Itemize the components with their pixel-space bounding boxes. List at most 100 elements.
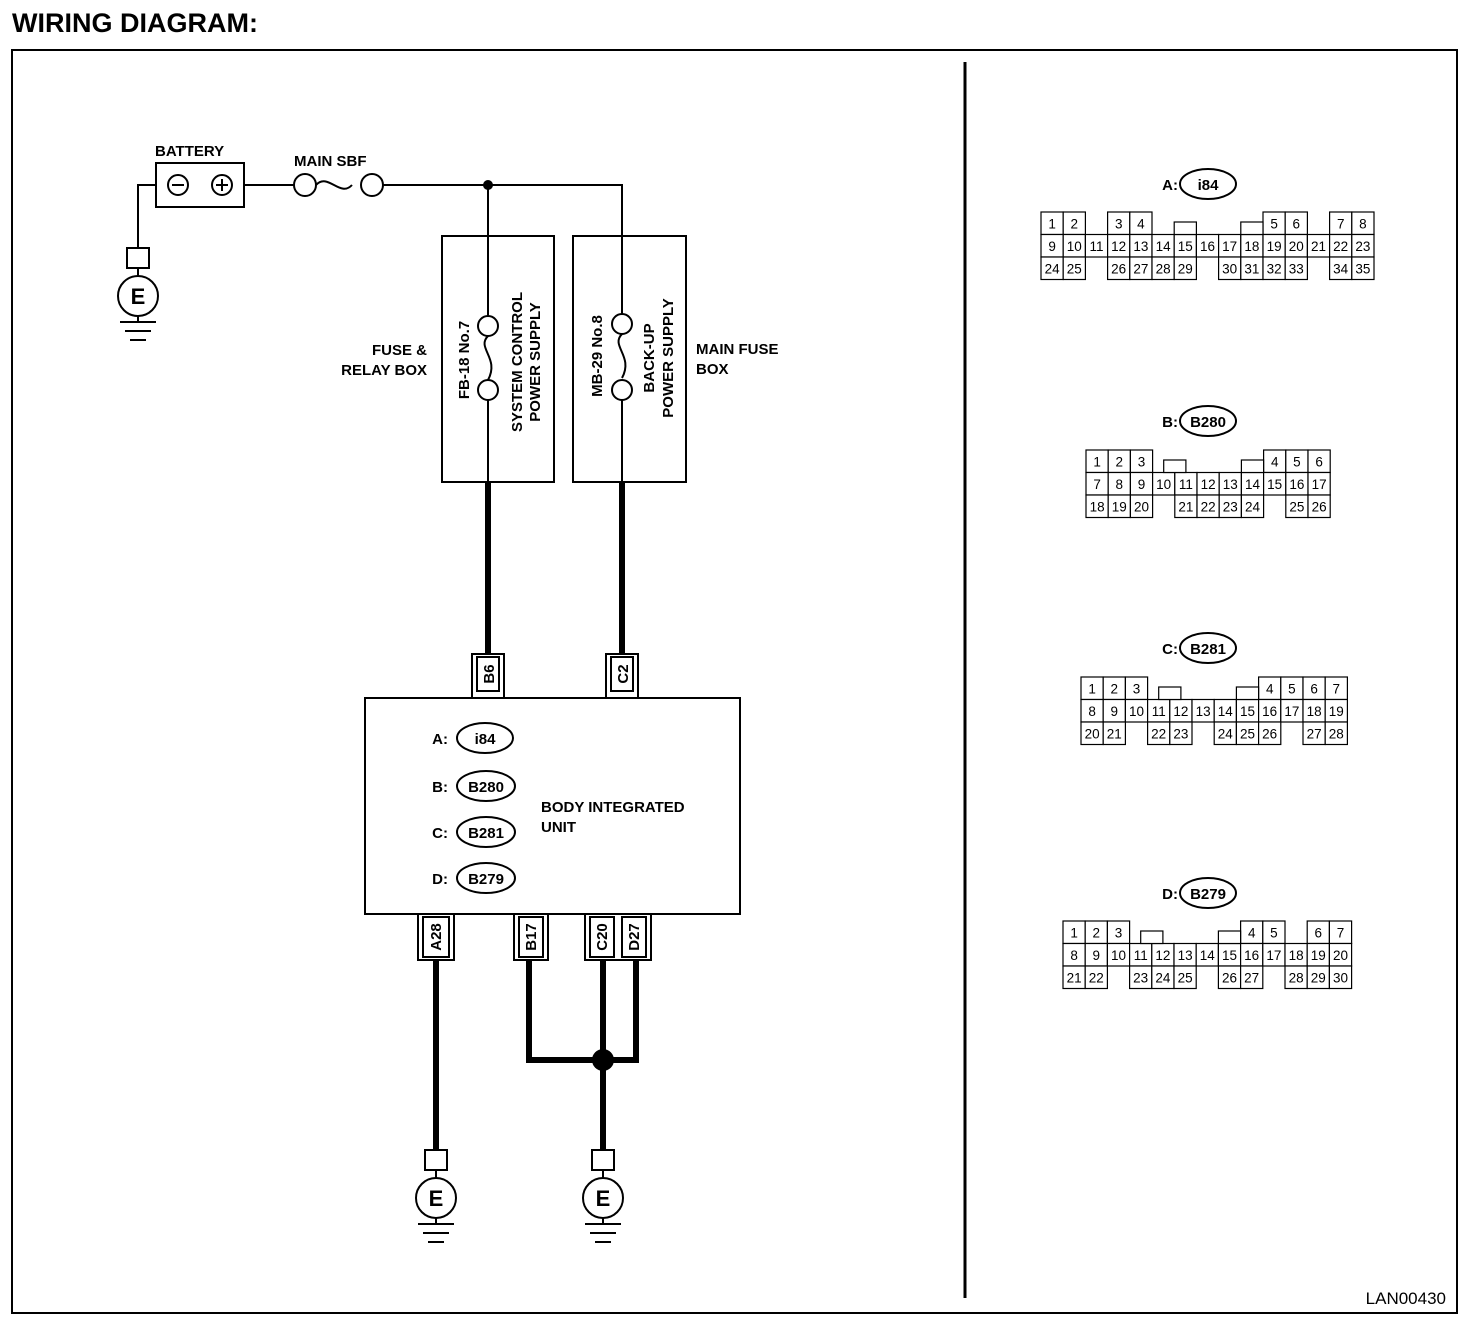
pin-number: 30 <box>1333 971 1348 986</box>
fuse-relay-box-label: FUSE & <box>372 342 427 359</box>
pin-number: 23 <box>1223 500 1238 515</box>
pin-c20-d27: C20 D27 <box>584 913 652 961</box>
ground-label: E <box>131 284 146 309</box>
pin-number: 2 <box>1111 682 1119 697</box>
connector-code-badge <box>1179 632 1237 664</box>
pin-number: 13 <box>1178 948 1193 963</box>
pin-number: 17 <box>1222 239 1237 254</box>
pin-number: 28 <box>1289 971 1304 986</box>
connector-key-tab <box>1217 930 1242 945</box>
unit-connector-a-letter: A: <box>432 731 448 748</box>
pin-number: 22 <box>1333 239 1348 254</box>
connector-code-badge <box>1179 877 1237 909</box>
pin-number: 27 <box>1133 262 1148 277</box>
pin-number: 15 <box>1178 239 1193 254</box>
pin-number: 4 <box>1266 682 1274 697</box>
ground-label-3: E <box>596 1186 611 1211</box>
unit-connector-d-letter: D: <box>432 871 448 888</box>
pin-number: 29 <box>1178 262 1193 277</box>
pin-number: 10 <box>1129 704 1144 719</box>
pin-number: 7 <box>1093 477 1101 492</box>
body-integrated-unit-label-2: UNIT <box>541 819 576 836</box>
pin-number: 4 <box>1248 926 1256 941</box>
pin-number: 14 <box>1218 704 1234 719</box>
pin-number: 20 <box>1289 239 1304 254</box>
pin-number: 8 <box>1070 948 1078 963</box>
pin-number: 2 <box>1116 455 1124 470</box>
pin-cell <box>1173 256 1197 281</box>
pin-number: 18 <box>1307 704 1322 719</box>
backup-label-2: POWER SUPPLY <box>660 298 677 417</box>
pin-number: 12 <box>1111 239 1126 254</box>
pin-number: 31 <box>1244 262 1259 277</box>
diagram-frame <box>11 49 1458 1314</box>
pin-number: 5 <box>1270 217 1278 232</box>
pin-number: 11 <box>1179 477 1193 492</box>
ground-label-2: E <box>429 1186 444 1211</box>
battery-box <box>155 162 245 208</box>
pin-number: 1 <box>1088 682 1096 697</box>
pin-number: 24 <box>1155 971 1171 986</box>
main-sbf-fuse-link <box>315 180 353 190</box>
pin-number: 16 <box>1262 704 1277 719</box>
pin-number: 30 <box>1222 262 1237 277</box>
pin-number: 28 <box>1329 727 1344 742</box>
pin-number: 14 <box>1245 477 1261 492</box>
pin-number: 21 <box>1067 971 1082 986</box>
ground-junction-dot <box>592 1049 614 1071</box>
pin-number: 13 <box>1196 704 1211 719</box>
pin-number: 17 <box>1284 704 1299 719</box>
power-bus-wire <box>383 184 623 320</box>
pin-number: 25 <box>1289 500 1304 515</box>
unit-connector-c-code: B281 <box>468 825 504 842</box>
pin-cell <box>1240 494 1265 519</box>
mb29-terminal-top <box>611 313 633 335</box>
pin-number: 12 <box>1173 704 1188 719</box>
pin-number: 28 <box>1156 262 1171 277</box>
connector-code: B280 <box>1190 414 1226 431</box>
pin-number: 8 <box>1359 217 1367 232</box>
pin-number: 12 <box>1201 477 1216 492</box>
pin-b17-label: B17 <box>523 923 540 951</box>
pin-number: 6 <box>1293 217 1301 232</box>
pin-number: 19 <box>1311 948 1326 963</box>
pin-number: 5 <box>1293 455 1301 470</box>
connector-key-tab <box>1235 686 1260 701</box>
battery-label: BATTERY <box>155 143 224 160</box>
connector-letter: A: <box>1162 177 1178 194</box>
fb18-terminal-bottom <box>477 379 499 401</box>
pin-number: 19 <box>1112 500 1127 515</box>
pin-number: 11 <box>1134 948 1148 963</box>
pin-number: 18 <box>1090 500 1105 515</box>
unit-connector-c-badge <box>456 816 516 848</box>
pin-number: 32 <box>1267 262 1282 277</box>
fb18-terminal-top <box>477 315 499 337</box>
main-fuse-box-label-2: BOX <box>696 361 729 378</box>
system-control-label-2: POWER SUPPLY <box>527 302 544 421</box>
pin-number: 16 <box>1289 477 1304 492</box>
main-sbf-terminal-left <box>293 173 317 197</box>
pin-c2-label: C2 <box>615 664 632 683</box>
fuse-relay-box-label-2: RELAY BOX <box>341 362 427 379</box>
pin-number: 16 <box>1244 948 1259 963</box>
pin-number: 15 <box>1240 704 1255 719</box>
pin-number: 22 <box>1201 500 1216 515</box>
pin-number: 17 <box>1266 948 1281 963</box>
pin-number: 11 <box>1152 704 1166 719</box>
pin-number: 22 <box>1151 727 1166 742</box>
pin-b6-label: B6 <box>481 664 498 683</box>
pin-number: 23 <box>1133 971 1148 986</box>
pin-number: 13 <box>1223 477 1238 492</box>
unit-connector-a-code: i84 <box>475 731 497 748</box>
backup-label: BACK-UP <box>641 323 658 392</box>
pin-number: 20 <box>1085 727 1100 742</box>
connector-code: B279 <box>1190 886 1226 903</box>
pin-number: 23 <box>1355 239 1370 254</box>
connector-letter: D: <box>1162 886 1178 903</box>
unit-connector-b-code: B280 <box>468 779 504 796</box>
wire-b17-d27 <box>526 960 639 1063</box>
pin-number: 25 <box>1067 262 1082 277</box>
